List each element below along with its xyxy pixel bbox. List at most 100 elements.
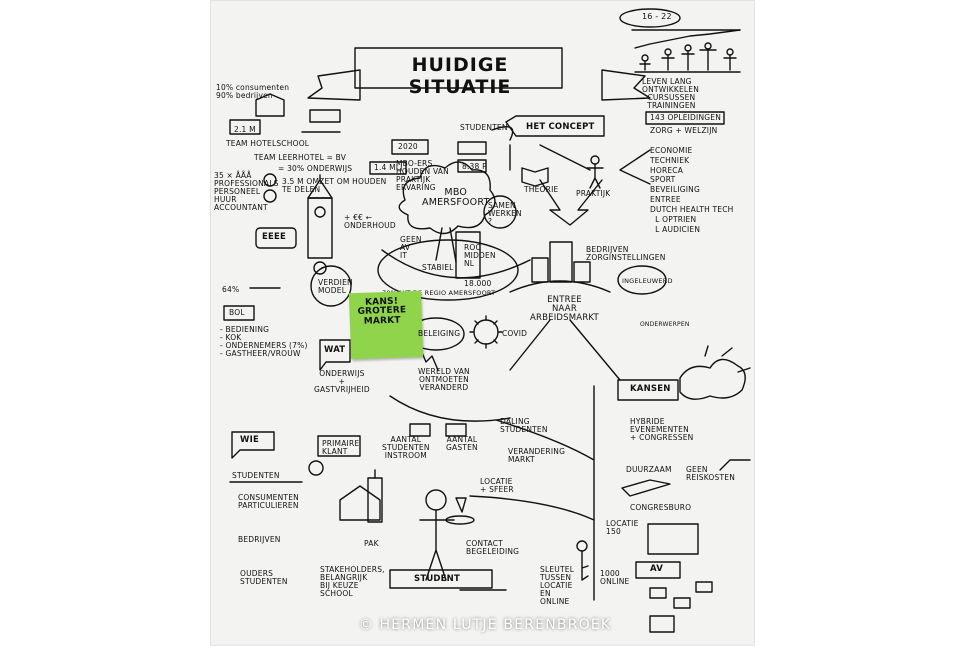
- stabiel-label: STABIEL: [422, 263, 454, 272]
- geen-av-it-label: GEEN AV IT: [400, 235, 422, 260]
- entree-label: ENTREE NAAR ARBEIDSMARKT: [530, 295, 599, 323]
- whiteboard-sheet: HUIDIGE SITUATIE 16 - 22 10% consumenten…: [210, 0, 755, 646]
- cloud-sun-icon: [679, 358, 746, 400]
- concept-label: HET CONCEPT: [526, 122, 595, 132]
- praktijk-label: PRAKTIJK: [576, 189, 611, 198]
- onderwijs-badge: 1.4 MLJ: [374, 163, 403, 172]
- book-icon: [521, 167, 549, 187]
- buildings-icon: [509, 241, 611, 293]
- laptop-icon-1: [649, 587, 667, 599]
- roc-label: ROC MIDDEN NL: [464, 243, 496, 268]
- consumer-business-stat: 10% consumenten 90% bedrijven: [216, 83, 290, 100]
- wie-box: [231, 431, 275, 459]
- revenue-stat: 2.1 M: [234, 125, 256, 134]
- duurzaam-label: DUURZAAM: [626, 465, 672, 474]
- banner-right-ribbon: [601, 69, 651, 101]
- bed-icon: [255, 93, 285, 117]
- studenten-label: STUDENTEN: [460, 123, 508, 132]
- mbo-amersfoort-label: MBO AMERSFOORT: [422, 187, 490, 208]
- primaire-klant-label: PRIMAIRE KLANT: [322, 439, 360, 456]
- kansen-box: [617, 379, 679, 401]
- wereld-label: WERELD VAN ONTMOETEN VERANDERD: [418, 367, 470, 392]
- stabiel-ground: [377, 239, 519, 301]
- opleidingen-box: [645, 111, 725, 125]
- bol-box: [223, 305, 255, 321]
- locatie-label: LOCATIE 150: [606, 519, 639, 536]
- bol-items: - BEDIENING - KOK - ONDERNEMERS (7%) - G…: [220, 325, 308, 358]
- sectors-list: ZORG + WELZIJN ECONOMIE TECHNIEK HORECA …: [650, 126, 734, 234]
- table-icon: [445, 423, 467, 437]
- ingeleuwerd-label: INGELEUWERD: [622, 277, 673, 285]
- church-bottom-icon: [339, 469, 383, 523]
- verandering-label: VERANDERING MARKT: [508, 447, 566, 464]
- theorie-label: THEORIE: [524, 185, 559, 194]
- coin-icon: [313, 261, 327, 275]
- onderhoud-label: + €€ ← ONDERHOUD: [344, 213, 396, 230]
- samenwerken-bubble: [483, 195, 517, 229]
- studenten-bottom-label: STUDENTEN: [232, 471, 280, 480]
- geen-reiskosten-label: GEEN REISKOSTEN: [686, 465, 736, 482]
- opleidingen-label: 143 OPLEIDINGEN: [650, 113, 722, 122]
- leaf-icon: [621, 479, 671, 497]
- mbo-ers-label: MBO-ERS HOUDEN VAN PRAKTIJK ERVARING: [396, 159, 449, 192]
- daling-label: DALING STUDENTEN: [500, 417, 548, 434]
- funnel-arrow: [539, 179, 603, 226]
- roc-count: 18.000: [464, 279, 492, 288]
- concept-box: [505, 115, 605, 137]
- verdien-model-label: VERDIEN MODEL: [318, 278, 353, 295]
- wie-label: WIE: [240, 435, 259, 445]
- plane-icon: [719, 459, 751, 471]
- student-box: [389, 569, 493, 589]
- omzet-label: 3.5 M OMZET OM HOUDEN TE DELEN: [282, 177, 387, 194]
- leven-lang-label: LEVEN LANG ONTWIKKELEN - CURSUSSEN TRAIN…: [642, 77, 700, 110]
- av-box: [635, 561, 681, 579]
- mbo-cloud: [398, 161, 496, 235]
- bed-icon-2: [309, 109, 341, 123]
- studenten-box: [457, 141, 487, 155]
- congresburo-label: CONGRESBURO: [630, 503, 692, 512]
- eeee-label: EEEE: [262, 232, 287, 242]
- laptop-icon: [229, 119, 261, 135]
- timeline-bubble: [619, 8, 681, 28]
- waiter-icon: [419, 489, 475, 581]
- bedrijven-label: BEDRIJVEN ZORGINSTELLINGEN: [586, 245, 666, 262]
- primaire-klant-box: [317, 435, 361, 457]
- laptop-icon-4: [649, 615, 675, 633]
- verdien-circle: [310, 265, 352, 307]
- staff-label: 35 × ÅÅÅ PROFESSIONALS PERSONEEL HUUR AC…: [214, 171, 279, 212]
- contact-label: CONTACT BEGELEIDING: [466, 539, 520, 556]
- church-tower-icon: [307, 174, 333, 259]
- bol-percentage: 64%: [222, 285, 240, 294]
- student-count: 8.38 P: [462, 162, 487, 171]
- aantal-gasten-label: AANTAL GASTEN: [446, 435, 478, 452]
- key-icon: [576, 540, 588, 552]
- roc-building: [455, 231, 481, 279]
- consumenten-label: CONSUMENTEN PARTICULIEREN: [238, 493, 299, 510]
- av-label: AV: [650, 564, 663, 574]
- credit-watermark: © HERMEN LUTJE BERENBROEK: [358, 617, 612, 633]
- banner-left-ribbon: [307, 69, 361, 101]
- aantal-studenten-label: AANTAL STUDENTEN INSTROOM: [382, 435, 430, 460]
- bedrijven-bottom-label: BEDRIJVEN: [238, 535, 281, 544]
- pak-label: PAK: [364, 539, 379, 548]
- number-1-circle-bottom: [308, 460, 324, 476]
- team-hotelschool-label: TEAM HOTELSCHOOL: [226, 139, 310, 148]
- samenwerken-label: SAMEN WERKEN ?: [488, 201, 522, 226]
- kansen-label: KANSEN: [630, 384, 671, 394]
- stakeholders-label: STAKEHOLDERS, BELANGRIJK BIJ KEUZE SCHOO…: [320, 565, 385, 598]
- presentation-screen-icon: [647, 523, 699, 555]
- people-row-icon: [639, 42, 737, 71]
- laptop-icon-3: [695, 581, 713, 593]
- year-box: [391, 139, 429, 155]
- bol-label: BOL: [229, 308, 245, 317]
- sleutel-label: SLEUTEL TUSSEN LOCATIE EN ONLINE: [540, 565, 575, 606]
- hybride-label: HYBRIDE EVENEMENTEN + CONGRESSEN: [630, 417, 694, 442]
- sticky-text: KANS! GROTERE MARKT: [357, 296, 407, 327]
- onderwerpen-label: ONDERWERPEN: [640, 321, 690, 328]
- number-2-circle: [263, 189, 277, 203]
- onderwijs-gastvrijheid: ONDERWIJS + GASTVRIJHEID: [314, 369, 370, 394]
- ingeleuwerd-bubble: [617, 265, 667, 295]
- banner-frame: [354, 47, 563, 89]
- student-label: STUDENT: [414, 574, 460, 584]
- ouders-label: OUDERS STUDENTEN: [240, 569, 288, 586]
